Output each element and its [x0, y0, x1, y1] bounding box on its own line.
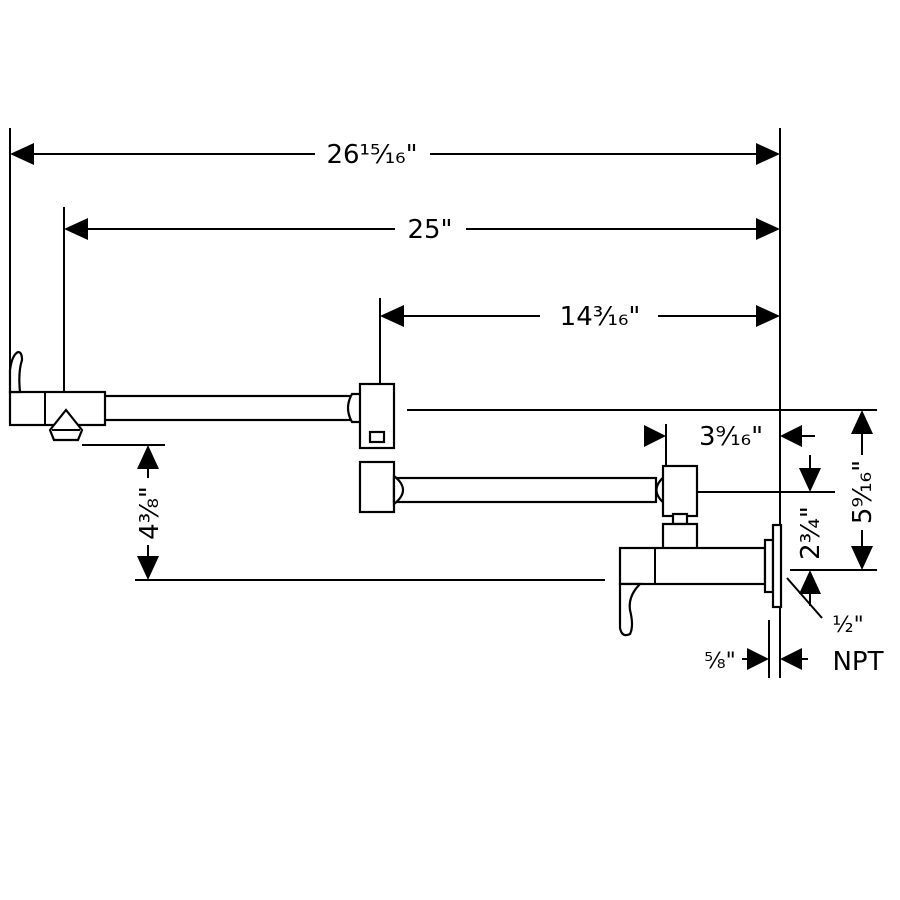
dimension-label-second-arm: 14³⁄₁₆": [560, 302, 641, 332]
thread-size-label: ½": [832, 613, 863, 638]
second-arm-tube: [392, 476, 658, 504]
wall-plate: [771, 523, 783, 609]
dimension-label-joint-offset: 3⁹⁄₁₆": [699, 422, 763, 452]
dimension-label-reach: 25": [407, 215, 452, 245]
shutoff-lever: [618, 582, 643, 637]
thread-callout: ½" NPT: [786, 577, 884, 677]
first-arm-tube: [98, 394, 354, 422]
dimension-overall-length: 26¹⁵⁄₁₆": [10, 140, 780, 170]
dimension-arm-drop: 2³⁄₄": [796, 455, 826, 606]
wall-body: [618, 546, 767, 586]
aerator-nozzle: [48, 408, 84, 442]
elbow-joint-tab: [368, 430, 386, 444]
dimension-total-drop: 5⁹⁄₁₆": [848, 410, 878, 570]
thread-type-label: NPT: [832, 647, 883, 677]
dimension-label-flange-thickness: ⁵⁄₈": [704, 649, 735, 674]
dimension-spout-height: 4³⁄₈": [135, 445, 165, 580]
dimension-label-arm-drop: 2³⁄₄": [796, 506, 826, 560]
dimension-reach: 25": [64, 215, 780, 245]
wall-joint: [661, 464, 699, 518]
dimension-joint-offset: 3⁹⁄₁₆": [644, 422, 815, 452]
wall-joint-tab: [671, 512, 689, 526]
dimension-label-spout-height: 4³⁄₈": [135, 486, 165, 540]
pot-filler-outline: [8, 350, 783, 637]
dimension-flange-thickness: ⁵⁄₈": [704, 648, 808, 674]
elbow-joint-lower: [358, 460, 396, 514]
dimension-label-total-drop: 5⁹⁄₁₆": [848, 460, 878, 524]
wall-flange: [763, 538, 775, 594]
second-arm-collar-left: [392, 473, 405, 507]
dimension-label-overall-length: 26¹⁵⁄₁₆": [326, 140, 417, 170]
spout-lever: [8, 350, 24, 394]
dimension-second-arm: 14³⁄₁₆": [380, 302, 780, 332]
